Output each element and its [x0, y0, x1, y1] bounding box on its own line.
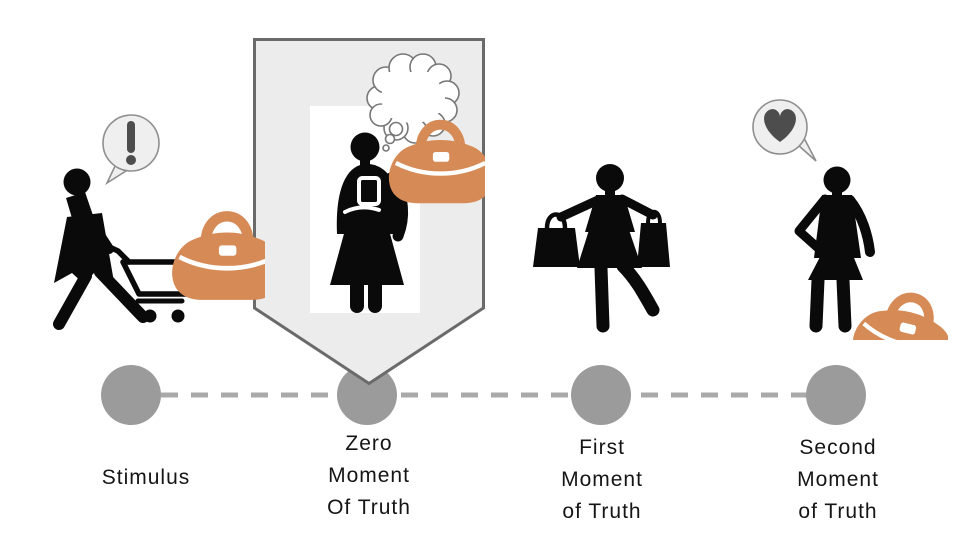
woman-standing-icon — [794, 166, 875, 333]
stage-figure-stimulus — [53, 114, 265, 330]
stage-figure-smot — [752, 99, 948, 340]
stage-figure-zmot — [253, 38, 485, 386]
heart-icon — [764, 109, 796, 142]
stage-label-line: Stimulus — [101, 466, 191, 489]
stage-label-line: Moment — [328, 464, 410, 487]
stage-label-line: First — [579, 436, 625, 459]
stage-figure-fmot — [533, 164, 670, 333]
stage-label-line: Moment — [561, 468, 643, 491]
stage-label-line: Of Truth — [327, 496, 411, 519]
stage-label-line: Second — [799, 436, 877, 459]
stage-label-zmot: Zero Moment Of Truth — [327, 428, 411, 524]
woman-carrying-shopping-bags-icon — [533, 164, 670, 333]
heart-speech-bubble-icon — [752, 99, 817, 162]
timeline-node-smot — [806, 365, 866, 425]
timeline-node-stimulus — [101, 365, 161, 425]
stage-label-stimulus: Stimulus — [102, 462, 191, 494]
shopping-bag-left-icon — [533, 212, 580, 267]
timeline-node-fmot — [571, 365, 631, 425]
smartphone-icon — [357, 176, 381, 206]
stage-label-smot: Second Moment of Truth — [797, 432, 879, 528]
stage-label-line: Zero — [345, 432, 393, 455]
handbag-icon — [848, 286, 948, 340]
woman-pushing-cart-icon — [53, 168, 149, 330]
thought-bubble-icon — [366, 53, 485, 203]
exclamation-speech-bubble-icon — [102, 114, 160, 186]
stage-label-line: Moment — [797, 468, 879, 491]
handbag-icon — [172, 216, 265, 300]
stage-label-line: of Truth — [562, 500, 642, 523]
stage-label-line: of Truth — [798, 500, 878, 523]
stage-label-fmot: First Moment of Truth — [561, 432, 643, 528]
shopping-bag-right-icon — [637, 209, 670, 267]
timeline-node-zmot — [337, 365, 397, 425]
timeline — [101, 365, 866, 425]
